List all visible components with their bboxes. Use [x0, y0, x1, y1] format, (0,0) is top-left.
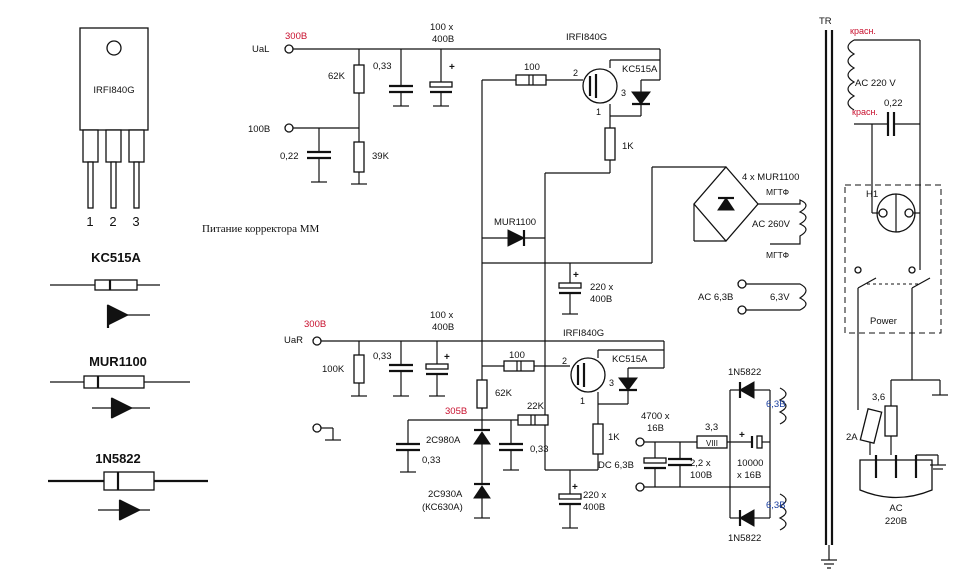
- svg-text:MUR1100: MUR1100: [494, 217, 536, 228]
- svg-text:400В: 400В: [432, 322, 454, 333]
- svg-text:KC515A: KC515A: [622, 64, 658, 75]
- svg-text:1: 1: [596, 107, 601, 117]
- svg-text:+: +: [573, 270, 579, 281]
- svg-text:100 x: 100 x: [430, 22, 453, 33]
- legend-1n5822: 1N5822: [48, 451, 208, 521]
- svg-text:100: 100: [509, 350, 525, 361]
- svg-text:220В: 220В: [885, 516, 907, 527]
- svg-text:1N5822: 1N5822: [95, 451, 141, 466]
- svg-text:2: 2: [109, 214, 116, 229]
- svg-text:VIII: VIII: [706, 439, 718, 448]
- svg-text:0,22: 0,22: [280, 151, 299, 162]
- svg-text:4700 x: 4700 x: [641, 411, 670, 422]
- right-channel: 300В UaR 100 x 400В 100K 0,33 + 100 IRFI…: [284, 310, 665, 529]
- svg-text:100В: 100В: [690, 470, 712, 481]
- svg-text:1: 1: [580, 396, 585, 406]
- svg-text:100K: 100K: [322, 364, 345, 375]
- legend-kc515a: KC515A: [50, 250, 160, 328]
- svg-text:220 x: 220 x: [590, 282, 613, 293]
- legend-mur1100: MUR1100: [50, 354, 190, 419]
- svg-text:1N5822: 1N5822: [728, 533, 761, 544]
- svg-text:3: 3: [132, 214, 139, 229]
- svg-text:3,3: 3,3: [705, 422, 718, 433]
- svg-text:39K: 39K: [372, 151, 390, 162]
- svg-text:IRFI840G: IRFI840G: [93, 85, 134, 96]
- svg-text:2: 2: [562, 356, 567, 366]
- svg-text:1N5822: 1N5822: [728, 367, 761, 378]
- svg-text:1K: 1K: [622, 141, 634, 152]
- svg-text:0,33: 0,33: [373, 61, 392, 72]
- svg-text:AC 220 V: AC 220 V: [855, 78, 896, 89]
- svg-text:0,22: 0,22: [884, 98, 903, 109]
- svg-text:10000: 10000: [737, 458, 763, 469]
- svg-text:AC 6,3В: AC 6,3В: [698, 292, 733, 303]
- svg-text:100В: 100В: [248, 124, 270, 135]
- svg-text:6,3В: 6,3В: [766, 399, 786, 410]
- svg-text:TR: TR: [819, 16, 832, 27]
- svg-text:x 16В: x 16В: [737, 470, 761, 481]
- svg-text:+: +: [449, 62, 455, 73]
- svg-text:2: 2: [573, 68, 578, 78]
- svg-text:IRFI840G: IRFI840G: [563, 328, 604, 339]
- svg-text:IRFI840G: IRFI840G: [566, 32, 607, 43]
- svg-text:22K: 22K: [527, 401, 545, 412]
- svg-text:400В: 400В: [583, 502, 605, 513]
- transformer-mains: TR красн. AC 220 V красн. 0,22 H1 Power: [819, 16, 948, 569]
- svg-text:(КС630А): (КС630А): [422, 502, 463, 513]
- caption: Питание корректора ММ: [202, 223, 320, 235]
- svg-text:6,3В: 6,3В: [766, 500, 786, 511]
- svg-text:220 x: 220 x: [583, 490, 606, 501]
- left-channel: 300В UaL 62K 0,33 + 100 x 400В 100В 0,22: [248, 22, 661, 470]
- svg-text:+: +: [444, 352, 450, 363]
- svg-text:0,33: 0,33: [373, 351, 392, 362]
- svg-text:+: +: [739, 430, 745, 441]
- svg-text:100 x: 100 x: [430, 310, 453, 321]
- svg-text:6,3V: 6,3V: [770, 292, 790, 303]
- svg-text:1: 1: [86, 214, 93, 229]
- svg-text:2,2 x: 2,2 x: [690, 458, 711, 469]
- svg-text:Power: Power: [870, 316, 897, 327]
- irfi840g-package: IRFI840G 1 2 3: [79, 27, 149, 229]
- middle-supply: MUR1100 + 220 x 400В 4 x MUR1100 МГТФ AC…: [481, 80, 807, 410]
- svg-text:400В: 400В: [432, 34, 454, 45]
- heater-supply: 4700 x 16В 2,2 x 100В VIII 3,3 + 10000 x…: [635, 367, 787, 544]
- svg-text:KC515A: KC515A: [612, 354, 648, 365]
- svg-text:3,6: 3,6: [872, 392, 885, 403]
- svg-text:305В: 305В: [445, 406, 467, 417]
- svg-text:DC 6,3В: DC 6,3В: [598, 460, 634, 471]
- svg-text:400В: 400В: [590, 294, 612, 305]
- svg-text:100: 100: [524, 62, 540, 73]
- svg-text:KC515A: KC515A: [91, 250, 141, 265]
- svg-text:300В: 300В: [304, 319, 326, 330]
- svg-text:красн.: красн.: [852, 107, 878, 117]
- svg-text:UaR: UaR: [284, 335, 303, 346]
- svg-text:2С930А: 2С930А: [428, 489, 463, 500]
- svg-text:красн.: красн.: [850, 26, 876, 36]
- svg-text:16В: 16В: [647, 423, 664, 434]
- svg-text:3: 3: [621, 88, 626, 98]
- svg-text:MUR1100: MUR1100: [89, 354, 147, 369]
- svg-text:1K: 1K: [608, 432, 620, 443]
- svg-text:AC 260V: AC 260V: [752, 219, 791, 230]
- svg-text:62K: 62K: [328, 71, 346, 82]
- svg-text:0,33: 0,33: [422, 455, 441, 466]
- svg-text:+: +: [572, 482, 578, 493]
- svg-text:3: 3: [609, 378, 614, 388]
- svg-text:МГТФ: МГТФ: [766, 250, 789, 260]
- svg-text:UaL: UaL: [252, 44, 269, 55]
- svg-text:МГТФ: МГТФ: [766, 187, 789, 197]
- svg-text:300В: 300В: [285, 31, 307, 42]
- svg-text:62K: 62K: [495, 388, 513, 399]
- svg-text:AC: AC: [889, 503, 902, 514]
- svg-text:2С980А: 2С980А: [426, 435, 461, 446]
- svg-text:2A: 2A: [846, 432, 858, 443]
- svg-text:4 x MUR1100: 4 x MUR1100: [742, 172, 799, 183]
- svg-text:0,33: 0,33: [530, 444, 549, 455]
